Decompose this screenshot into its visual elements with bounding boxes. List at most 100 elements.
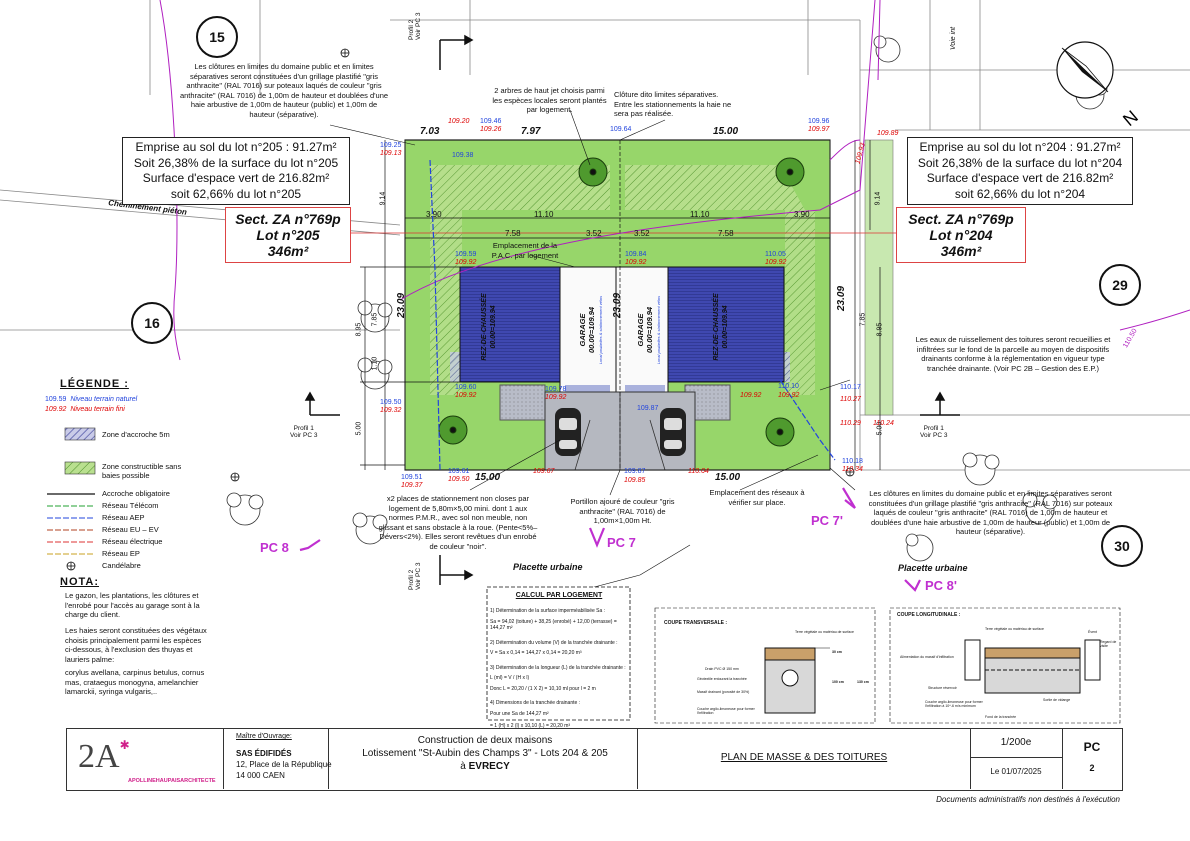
outside-tree-icons [226,35,1108,562]
profil-1-left: Profil 1 Voir PC 3 [290,425,318,439]
legend-zone-constructible: Zone constructible sans baies possible [102,462,182,480]
coupe-transversale-title: COUPE TRANSVERSALE : [664,620,728,626]
legend-aep: Réseau AEP [102,513,145,522]
note-reseaux: Emplacement des réseaux à vérifier sur p… [709,488,805,507]
legend-zone-accroche: Zone d'accroche 5m [102,430,170,439]
level-blue: 109.51 [401,474,423,481]
level-blue: 109.46 [480,118,502,125]
note-pac: Emplacement de la P.A.C. par logement [491,241,559,260]
level-red: 109.92 [545,394,567,401]
dim-23-09-c: 23.09 [836,285,848,312]
legend-electrique: Réseau électrique [102,537,163,546]
level-red: 110.29 [840,420,861,427]
tb-divider-1 [223,728,224,789]
legend-telecom: Réseau Télécom [102,501,159,510]
dim-15-00-bl: 15.00 [475,472,501,483]
coupe-g7: Sortie de vidange [1043,698,1071,702]
date: Le 01/07/2025 [990,767,1042,776]
level-red: 109.92 [778,392,800,399]
level-blue: 109.59 [455,251,477,258]
dim-5-00-a: 5.00 [355,421,363,436]
level-red: 109.92 [740,392,762,399]
section-longitudinal-drawing [964,639,1101,694]
level-red: 110.27 [840,396,861,403]
mo-label: Maître d'Ouvrage: [236,733,292,740]
calc-line: Pour une Sa de 144,27 m² [490,710,549,717]
car-icon-2 [660,408,686,456]
dim-9-14-b: 9.14 [874,191,882,206]
level-blue: 110.17 [840,384,861,391]
note-clotures-top: Les clôtures en limites du domaine publi… [179,62,389,119]
level-red: 109.64 [610,126,632,133]
level-red: 109.13 [380,150,402,157]
level-blue: 109.20 [448,118,470,125]
level-blue: 110.05 [765,251,786,258]
nota-p2: Les haies seront constituées des végétau… [65,626,207,664]
mo-addr2: 14 000 CAEN [236,771,285,780]
garage-204 [615,266,669,393]
coupe-t4: Massif drainant (porosité de 30%) [697,690,750,694]
emprise-box-204: Emprise au sol du lot n°204 : 91.27m² So… [907,137,1133,205]
coupe-g4: Couche argilo-limoneuse pour former l'in… [925,700,983,708]
level-blue: 110.10 [778,383,799,390]
calc-line: 4) Dimensions de la tranchée drainante : [490,700,581,706]
note-clotures-bottom: Les clôtures en limites du domaine publi… [868,489,1113,536]
nota-p1: Le gazon, les plantations, les clôtures … [65,591,200,619]
logo-subtitle: APOLLINEHAUPAISARCHITECTE [128,778,216,784]
dim-1-10-a: 1.10 [371,356,379,371]
legend-natural-level: 109.59 Niveau terrain naturel [45,396,138,403]
coupe-longitudinale-title: COUPE LONGITUDINALE : [897,612,961,618]
level-red: 109.67 [533,468,555,475]
coupe-h1: 30 cm [832,650,842,654]
coupe-g2: Alimentation du massif d'infiltration [900,655,954,659]
level-red: 109.89 [877,130,899,137]
calc-panel: CALCUL PAR LOGEMENT 1) Détermination de … [490,592,628,730]
sheet-number: 2 [1089,763,1095,773]
tb-divider-5 [1062,728,1063,789]
garage-205 [559,266,617,393]
dim-3-52-a: 3.52 [586,229,602,238]
calc-line: 2) Détermination du volume (V) de la tra… [490,639,618,646]
calc-line: V = Sa x 0,14 = 144,27 x 0,14 = 20,20 m³ [490,650,582,656]
label-voie: Voie int [950,26,958,51]
level-blue: 109.78 [545,386,567,393]
dim-23-09-a: 23.09 [396,292,408,319]
tree-icons [438,157,805,447]
coupe-t2: Drain PVC Ø 150 mm [705,667,739,671]
profil-1-right: Profil 1 Voir PC 3 [920,425,948,439]
label-placette-2: Placette urbaine [898,563,968,573]
level-red: 109.50 [448,476,470,483]
tb-divider-4 [970,728,971,789]
legend-title: LÉGENDE : [60,378,129,390]
constructible-zone-205 [430,165,610,210]
dim-11-10-b: 11.10 [690,210,710,219]
calc-line: 1) Détermination de la surface imperméab… [490,608,606,614]
coupe-t3: Géotextile entourant la tranchée [697,677,747,681]
constructible-zone-204 [625,165,805,210]
nota-p3: corylus avellana, carpinus betulus, corn… [65,668,205,696]
dim-7-58-b: 7.58 [718,229,734,238]
logo-star-icon: ✱ [119,738,130,752]
dim-7-58-a: 7.58 [505,229,521,238]
plan-title: PLAN DE MASSE & DES TOITURES [720,752,888,763]
legend-ep: Réseau EP [102,549,140,558]
dim-8-95-b: 8.95 [876,322,884,337]
sheet-code: PC [1083,740,1101,754]
note-parking: x2 places de stationnement non closes pa… [378,494,538,551]
coupe-g8: Fond de la tranchée [985,715,1017,719]
level-red: 109.85 [624,477,646,484]
lot-boundaries [0,0,1190,471]
legend-eu-ev: Réseau EU – EV [102,525,159,534]
nota-title: NOTA: [60,576,100,588]
level-red: 109.97 [808,126,830,133]
level-blue: 109.84 [625,251,647,258]
level-blue: 109.25 [380,142,402,149]
level-blue: 109.60 [455,384,477,391]
dim-23-09-b: 23.09 [612,292,624,319]
dim-15-00-top: 15.00 [713,126,739,137]
tb-divider-2 [328,728,329,789]
calc-line: Donc L = 20,20 / (1 X 2) = 10,10 ml pour… [490,685,596,692]
